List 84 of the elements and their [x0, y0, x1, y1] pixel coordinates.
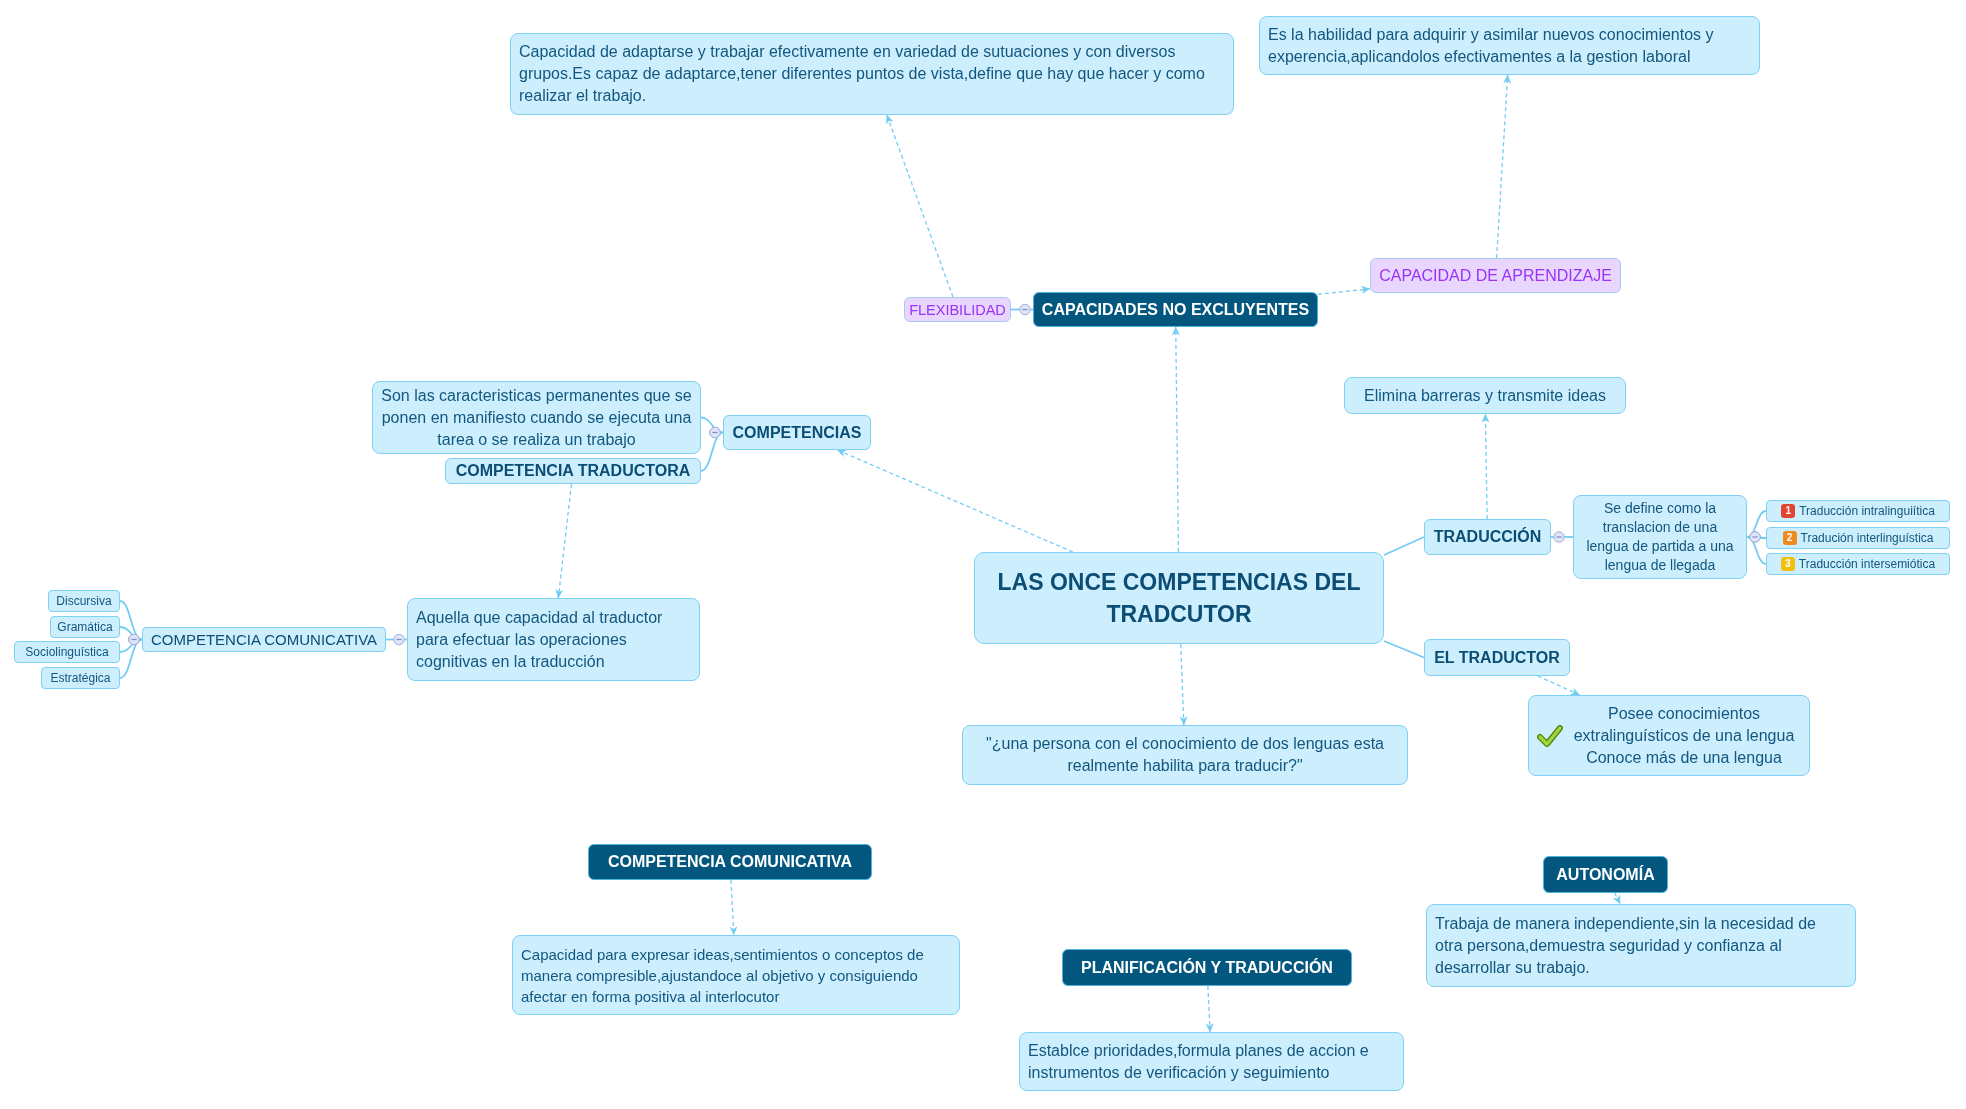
- note-text: "¿una persona con el conocimiento de dos lenguas esta realmente habilita para traducir?": [985, 734, 1385, 776]
- subtopic-box: [904, 297, 1011, 322]
- note-box: [1426, 904, 1856, 987]
- topic-box: [1424, 519, 1551, 555]
- connector-arrow: [886, 114, 954, 298]
- leaf-label: Estratégica: [50, 670, 111, 686]
- note-text: Son las caracteristicas permanentes que se ponen en manifiesto cuando se ejecuta una tarea o se realiza un trabajo: [381, 385, 692, 450]
- topic-title: PLANIFICACIÓN Y TRADUCCIÓN: [1081, 957, 1333, 978]
- priority-number-marker: 3: [1780, 557, 1795, 571]
- leaf-label: Gramática: [57, 619, 113, 635]
- connector-line: [385, 633, 408, 646]
- note-box: [1573, 495, 1747, 579]
- note-text: Establce prioridades,formula planes de accion e instrumentos de verificación y seguimiento: [1028, 1040, 1370, 1083]
- topic-box: [445, 458, 701, 484]
- note-text: Conoce más de una lengua: [1586, 747, 1782, 768]
- topic-title: COMPETENCIAS: [732, 422, 862, 443]
- topic-box: [1424, 639, 1570, 676]
- subtopic-box: [1370, 258, 1621, 293]
- leaf-topic-box: [1766, 553, 1950, 575]
- topic-title: AUTONOMÍA: [1556, 864, 1655, 885]
- connector-line: [1550, 531, 1574, 543]
- topic-title: EL TRADUCTOR: [1434, 647, 1560, 668]
- topic-title: COMPETENCIA COMUNICATIVA: [607, 852, 853, 872]
- note-text: Aquella que capacidad al traductor para efectuar las operaciones cognitivas en la traducción: [416, 607, 664, 672]
- note-text: Posee conocimientos extralinguísticos de una lengua: [1572, 703, 1796, 746]
- leaf-topic-box: [50, 616, 120, 638]
- main-topic-box: [1543, 856, 1668, 893]
- leaf-label: Traducción intersemiótica: [1798, 556, 1936, 572]
- note-text: Se define como la translacion de una lengua de partida a una lengua de llegada: [1585, 499, 1735, 575]
- note-box: [512, 935, 960, 1015]
- subtopic-title: CAPACIDAD DE APRENDIZAJE: [1379, 265, 1612, 286]
- connector-line: [1383, 640, 1425, 659]
- note-text: Elimina barreras y transmite ideas: [1364, 385, 1606, 406]
- connector-line: [1383, 536, 1425, 556]
- main-topic-box: [1062, 949, 1352, 986]
- note-text: Capacidad para expresar ideas,sentimientos o conceptos de manera compresible,ajustandoce al objetivo y consiguiendo afectar en forma positiva al interlocutor: [521, 944, 925, 1007]
- note-box: [510, 33, 1234, 115]
- connector-line: [1010, 303, 1034, 316]
- connector-arrow: [1317, 285, 1371, 295]
- note-box: [1019, 1032, 1404, 1091]
- connector-arrow: [555, 483, 573, 599]
- note-box: [1259, 16, 1760, 75]
- leaf-label: Discursiva: [56, 593, 112, 609]
- note-box: [372, 381, 701, 454]
- leaf-topic-box: [14, 641, 120, 663]
- note-box: [1528, 695, 1810, 776]
- main-topic-box: [1033, 292, 1318, 327]
- connector-arrow: [836, 449, 1074, 553]
- leaf-topic-box: [48, 590, 120, 612]
- leaf-topic-box: [1766, 527, 1950, 549]
- note-box: [1344, 377, 1626, 414]
- leaf-topic-box: [1766, 500, 1950, 522]
- connector-line: [119, 636, 143, 679]
- note-box: [962, 725, 1408, 785]
- connector-arrow: [1205, 985, 1214, 1033]
- leaf-label: Traducción intralinguiítica: [1799, 503, 1935, 519]
- connector-arrow: [1612, 892, 1621, 905]
- central-topic-title: LAS ONCE COMPETENCIAS DEL TRADCUTOR: [996, 568, 1362, 629]
- note-box: [407, 598, 700, 681]
- topic-title: CAPACIDADES NO EXCLUYENTES: [1041, 299, 1310, 320]
- note-text: Trabaja de manera independiente,sin la necesidad de otra persona,demuestra seguridad y confianza al desarrollar su trabajo.: [1435, 913, 1817, 978]
- note-text: Es la habilidad para adquirir y asimilar nuevos conocimientos y experencia,aplicandolos efectivamentes a la gestion laboral: [1268, 24, 1715, 67]
- connector-line: [700, 429, 724, 472]
- connector-arrow: [1495, 74, 1512, 259]
- connector-arrow: [1537, 675, 1581, 696]
- topic-title: COMPETENCIA COMUNICATIVA: [150, 629, 378, 650]
- subtopic-title: FLEXIBILIDAD: [909, 300, 1006, 319]
- branch-topic-box: [142, 627, 386, 652]
- connector-arrow: [1171, 326, 1180, 553]
- topic-title: TRADUCCIÓN: [1433, 527, 1542, 547]
- leaf-label: Tradución interlinguística: [1800, 530, 1934, 546]
- connector-arrow: [1481, 413, 1490, 520]
- connector-arrow: [729, 879, 738, 936]
- main-topic-box: [588, 844, 872, 880]
- connector-arrow: [1179, 643, 1188, 726]
- leaf-topic-box: [41, 667, 120, 689]
- note-text: Capacidad de adaptarse y trabajar efectivamente en variedad de sutuaciones y con diversos grupos.Es capaz de adaptarce,tener diferentes puntos de vista,define que hay que hacer y como realizar el trabajo.: [519, 42, 1206, 106]
- leaf-label: Sociolinguística: [25, 644, 109, 660]
- central-topic-box: [974, 552, 1384, 644]
- topic-title: COMPETENCIA TRADUCTORA: [455, 461, 691, 481]
- priority-number-marker: 1: [1781, 504, 1796, 518]
- priority-number-marker: 2: [1782, 531, 1797, 545]
- topic-box: [723, 415, 871, 450]
- connector-line: [1746, 533, 1767, 565]
